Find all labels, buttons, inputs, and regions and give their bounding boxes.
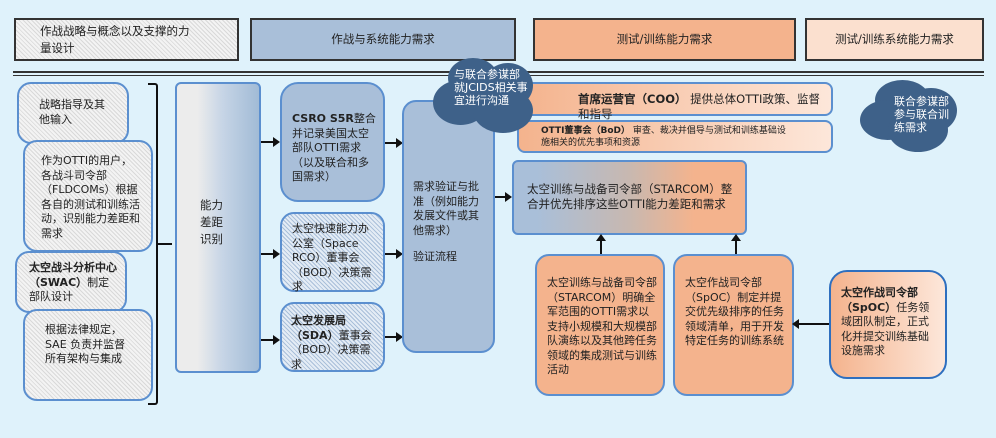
- spoc-team-text: 任务领域团队制定，正式化并提交训练基础设施需求: [841, 300, 930, 358]
- validation-box: 需求验证与批准（例如能力发展文件或其他需求） 验证流程: [402, 100, 495, 353]
- header-strategy-label: 作战战略与概念以及支撑的力量设计: [40, 23, 190, 55]
- header-ops-requirements: 作战与系统能力需求: [250, 18, 516, 61]
- bracket: [148, 83, 158, 405]
- swac-title: 太空战斗分析中心（SWAC）: [29, 261, 117, 289]
- arrow-to-rco: [261, 249, 280, 259]
- header-test-training: 测试/训练能力需求: [533, 18, 796, 61]
- cloud-joint-text: 联合参谋部参与联合训练需求: [894, 95, 949, 134]
- guidance-text: 战略指导及其他输入: [39, 98, 105, 126]
- fldcoms-text: 作为OTTI的用户，各战斗司令部（FLDCOMs）根据各自的测试和训练活动，识别…: [41, 154, 140, 240]
- swac-text: 制定部队设计: [29, 275, 110, 304]
- header-tt-label: 测试/训练能力需求: [616, 32, 713, 46]
- coo-title: 首席运营官（COO）: [578, 92, 687, 106]
- capability-gap-identification: 能力差距识别: [175, 82, 261, 373]
- starcom-define-box: 太空训练与战备司令部（STARCOM）明确全军范围的OTTI需求以支持小规模和大…: [535, 254, 665, 396]
- arrow-rco-validation: [385, 249, 403, 259]
- coo-text: 提供总体OTTI政策、监督和指导: [578, 92, 820, 121]
- sda-text: 董事会（BOD）决策需求: [291, 328, 372, 371]
- header-strategy: 作战战略与概念以及支撑的力量设计: [14, 18, 239, 61]
- csro-box: CSRO S5R整合并记录美国太空部队OTTI需求（以及联合和多国需求）: [280, 82, 385, 202]
- arrow-csro-validation: [385, 138, 403, 148]
- csro-title: CSRO S5R: [292, 112, 354, 125]
- arrow-spoc-up: [731, 234, 741, 254]
- space-rco-box: 太空快速能力办公室（Space RCO）董事会（BOD）决策需求: [280, 212, 385, 293]
- input-sae: 根据法律规定，SAE 负责并监督所有架构与集成: [23, 309, 153, 401]
- spoc-list-text: 太空作战司令部（SpOC）制定并提交优先级排序的任务领域清单，用于开发特定任务的…: [685, 276, 784, 347]
- bod-bar: OTTI董事会（BoD） 审查、裁决并倡导与测试和训练基础设施相关的优先事项和资…: [517, 120, 833, 153]
- validation-text: 需求验证与批准（例如能力发展文件或其他需求）: [413, 180, 479, 237]
- arrow-team-to-spoc: [792, 319, 829, 329]
- spoc-team-title: 太空作战司令部（SpOC）: [841, 286, 918, 314]
- cloud-joint-staff: 联合参谋部参与联合训练需求: [860, 80, 960, 152]
- arrow-to-sda: [261, 335, 280, 345]
- gap-label: 能力差距识别: [200, 198, 223, 246]
- header-test-training-systems: 测试/训练系统能力需求: [805, 18, 984, 61]
- spoc-list-box: 太空作战司令部（SpOC）制定并提交优先级排序的任务领域清单，用于开发特定任务的…: [673, 254, 794, 396]
- starcom-integrate-box: 太空训练与战备司令部（STARCOM）整合并优先排序这些OTTI能力差距和需求: [512, 160, 747, 235]
- csro-text: 整合并记录美国太空部队OTTI需求（以及联合和多国需求）: [292, 112, 376, 183]
- starcom-integrate-text: 太空训练与战备司令部（STARCOM）整合并优先排序这些OTTI能力差距和需求: [527, 182, 733, 211]
- spoc-team-box: 太空作战司令部（SpOC）任务领域团队制定，正式化并提交训练基础设施需求: [829, 270, 947, 379]
- validation-process: 验证流程: [413, 250, 457, 263]
- header-ops-label: 作战与系统能力需求: [331, 32, 435, 46]
- sae-text: 根据法律规定，SAE 负责并监督所有架构与集成: [45, 323, 126, 365]
- bod-text: 审查、裁决并倡导与测试和训练基础设施相关的优先事项和资源: [541, 126, 786, 148]
- header-tts-label: 测试/训练系统能力需求: [835, 32, 954, 46]
- cloud-jcids: 与联合参谋部就JCIDS相关事宜进行沟通: [428, 58, 536, 134]
- sda-title: 太空发展局（SDA）: [291, 314, 346, 342]
- cloud-jcids-text: 与联合参谋部就JCIDS相关事宜进行沟通: [454, 68, 528, 107]
- input-fldcoms: 作为OTTI的用户，各战斗司令部（FLDCOMs）根据各自的测试和训练活动，识别…: [23, 140, 153, 252]
- starcom-define-text: 太空训练与战备司令部（STARCOM）明确全军范围的OTTI需求以支持小规模和大…: [547, 276, 657, 376]
- arrow-validation-starcom: [495, 192, 512, 202]
- sda-box: 太空发展局（SDA）董事会（BOD）决策需求: [280, 302, 385, 372]
- input-swac: 太空战斗分析中心（SWAC）制定部队设计: [15, 251, 127, 313]
- bod-title: OTTI董事会（BoD）: [541, 126, 630, 136]
- bracket-point: [158, 243, 172, 245]
- rco-text: 太空快速能力办公室（Space RCO）董事会（BOD）决策需求: [292, 222, 372, 293]
- arrow-starcom-up: [596, 234, 606, 254]
- coo-bar: 首席运营官（COO） 提供总体OTTI政策、监督和指导: [518, 82, 833, 121]
- arrow-to-csro: [261, 137, 280, 147]
- input-guidance: 战略指导及其他输入: [17, 82, 129, 144]
- arrow-sda-validation: [385, 332, 403, 342]
